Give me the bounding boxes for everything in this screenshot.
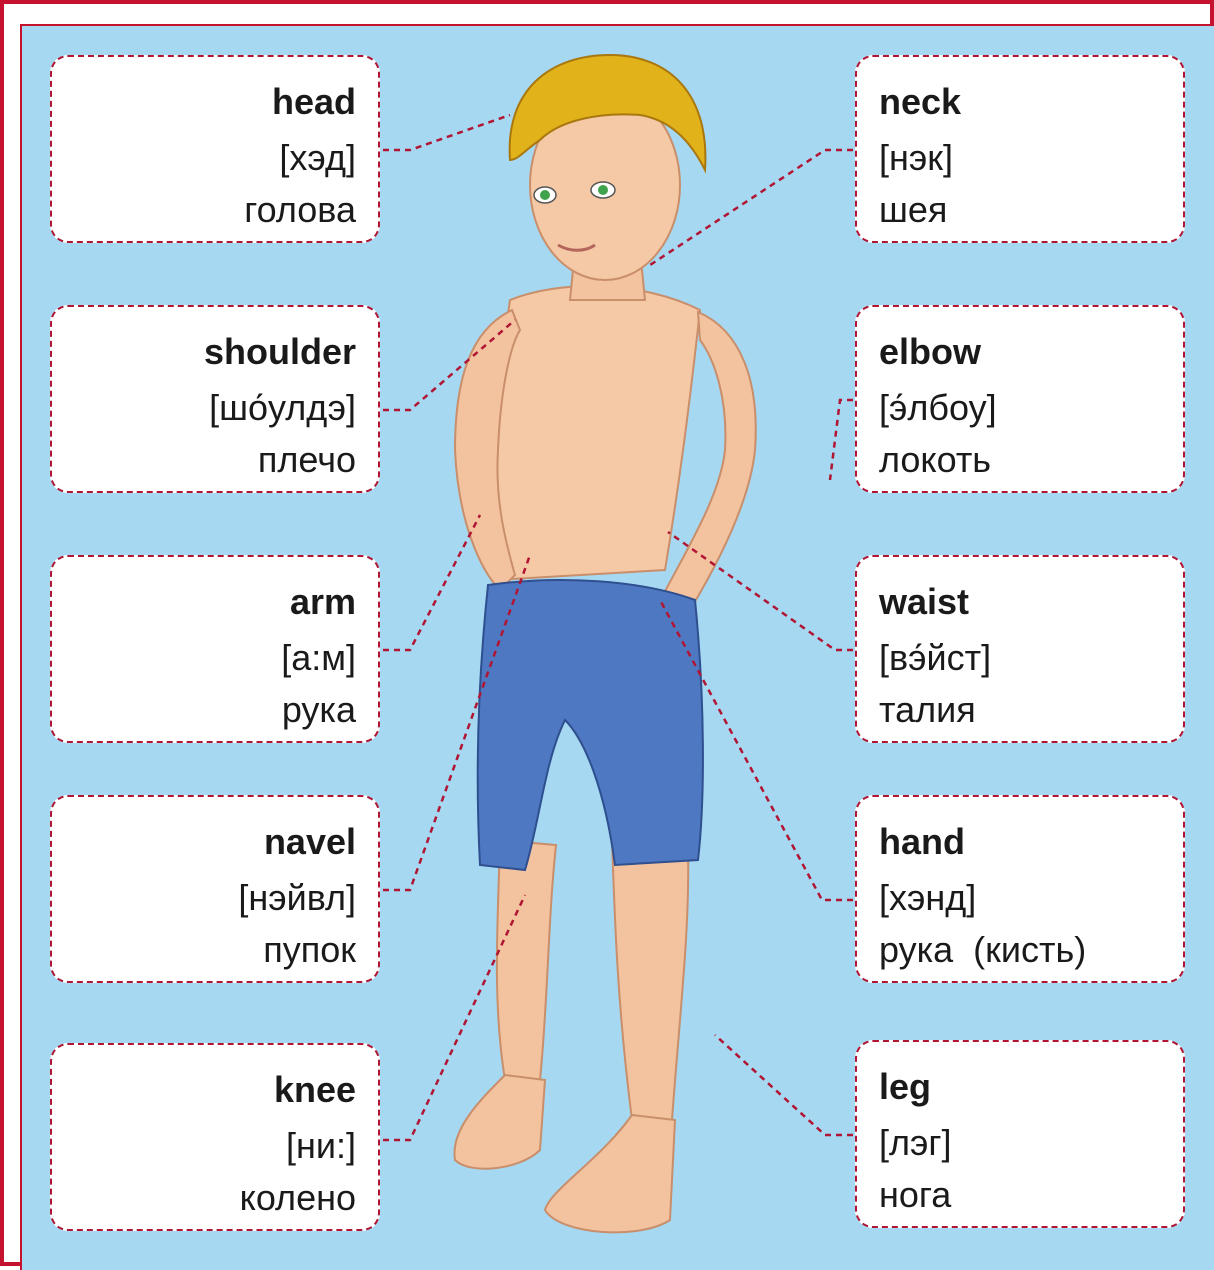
card-arm: arm [а:м] рука xyxy=(50,555,380,743)
translation-navel: пупок xyxy=(263,929,356,971)
transcription-shoulder: [шо́улдэ] xyxy=(209,387,356,429)
word-arm: arm xyxy=(290,581,356,623)
word-hand: hand xyxy=(879,821,965,863)
card-neck: neck [нэк] шея xyxy=(855,55,1185,243)
transcription-navel: [нэйвл] xyxy=(238,877,356,919)
word-shoulder: shoulder xyxy=(204,331,356,373)
transcription-arm: [а:м] xyxy=(281,637,356,679)
card-hand: hand [хэнд] рука (кисть) xyxy=(855,795,1185,983)
transcription-neck: [нэк] xyxy=(879,137,953,179)
card-navel: navel [нэйвл] пупок xyxy=(50,795,380,983)
card-waist: waist [вэ́йст] талия xyxy=(855,555,1185,743)
word-navel: navel xyxy=(264,821,356,863)
translation-arm: рука xyxy=(282,689,356,731)
transcription-leg: [лэг] xyxy=(879,1122,952,1164)
translation-knee: колено xyxy=(240,1177,356,1219)
translation-elbow: локоть xyxy=(879,439,991,481)
translation-head: голова xyxy=(244,189,356,231)
transcription-head: [хэд] xyxy=(279,137,356,179)
transcription-waist: [вэ́йст] xyxy=(879,637,991,679)
transcription-hand: [хэнд] xyxy=(879,877,976,919)
card-elbow: elbow [э́лбоу] локоть xyxy=(855,305,1185,493)
word-waist: waist xyxy=(879,581,969,623)
card-leg: leg [лэг] нога xyxy=(855,1040,1185,1228)
translation-waist: талия xyxy=(879,689,976,731)
translation-neck: шея xyxy=(879,189,947,231)
card-shoulder: shoulder [шо́улдэ] плечо xyxy=(50,305,380,493)
card-head: head [хэд] голова xyxy=(50,55,380,243)
transcription-elbow: [э́лбоу] xyxy=(879,387,997,429)
word-knee: knee xyxy=(274,1069,356,1111)
transcription-knee: [ни:] xyxy=(286,1125,356,1167)
translation-shoulder: плечо xyxy=(258,439,356,481)
translation-hand: рука (кисть) xyxy=(879,929,1086,971)
word-neck: neck xyxy=(879,81,961,123)
translation-leg: нога xyxy=(879,1174,951,1216)
word-head: head xyxy=(272,81,356,123)
word-elbow: elbow xyxy=(879,331,981,373)
card-knee: knee [ни:] колено xyxy=(50,1043,380,1231)
word-leg: leg xyxy=(879,1066,931,1108)
